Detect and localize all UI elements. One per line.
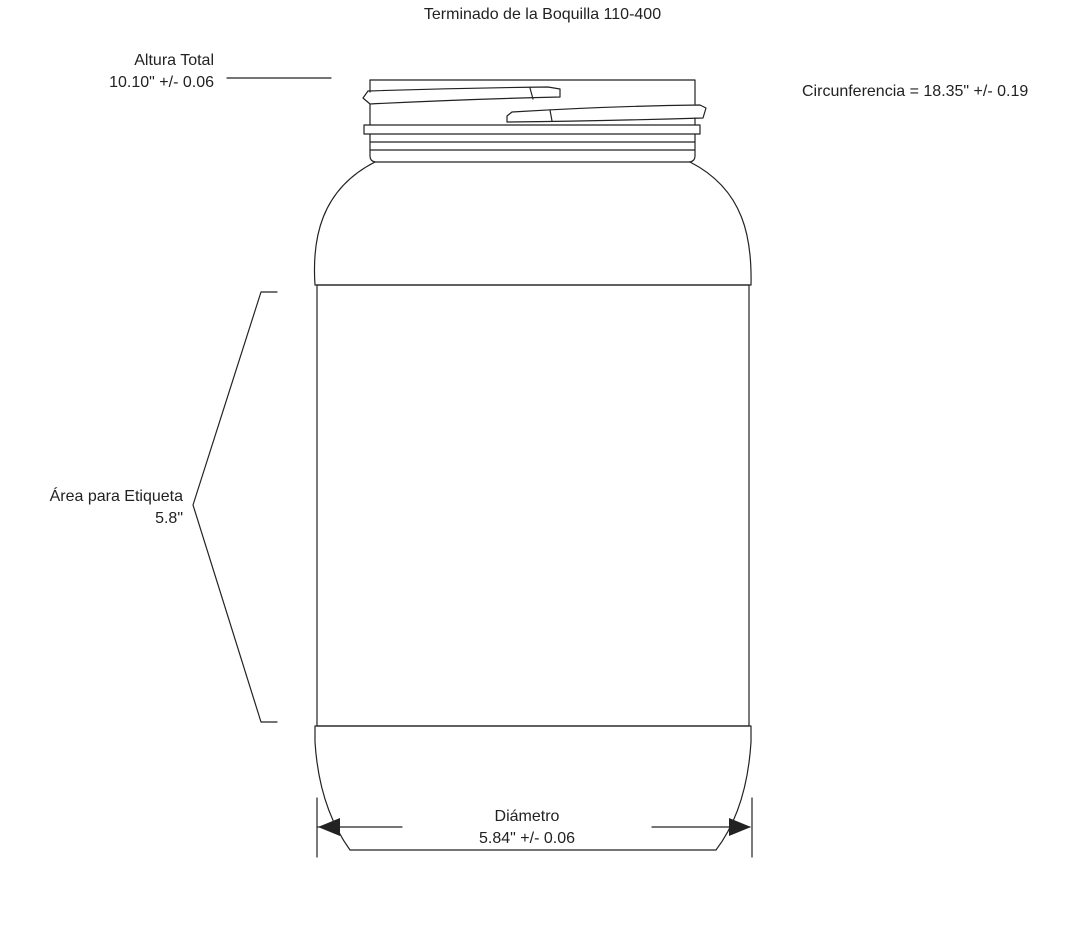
jar-neck-rings [363,124,701,163]
jar-label-panel [316,284,750,727]
label-area-bracket [192,291,278,723]
label-area-label: Área para Etiqueta [49,488,183,505]
label-area-value: 5.8" [155,510,183,527]
diameter-arrow-right-icon [729,818,751,836]
jar-base [314,725,752,851]
height-label: Altura Total [134,52,214,69]
height-value: 10.10" +/- 0.06 [109,74,214,91]
jar-shoulder [313,161,752,286]
diameter-label: Diámetro [494,808,560,825]
jar-neck-finish [362,79,707,126]
diameter-value: 5.84" +/- 0.06 [479,830,575,847]
circumference-label: Circunferencia = 18.35" +/- 0.19 [802,83,1029,100]
diameter-arrow-left-icon [318,818,340,836]
finish-label: Terminado de la Boquilla 110-400 [423,6,662,23]
